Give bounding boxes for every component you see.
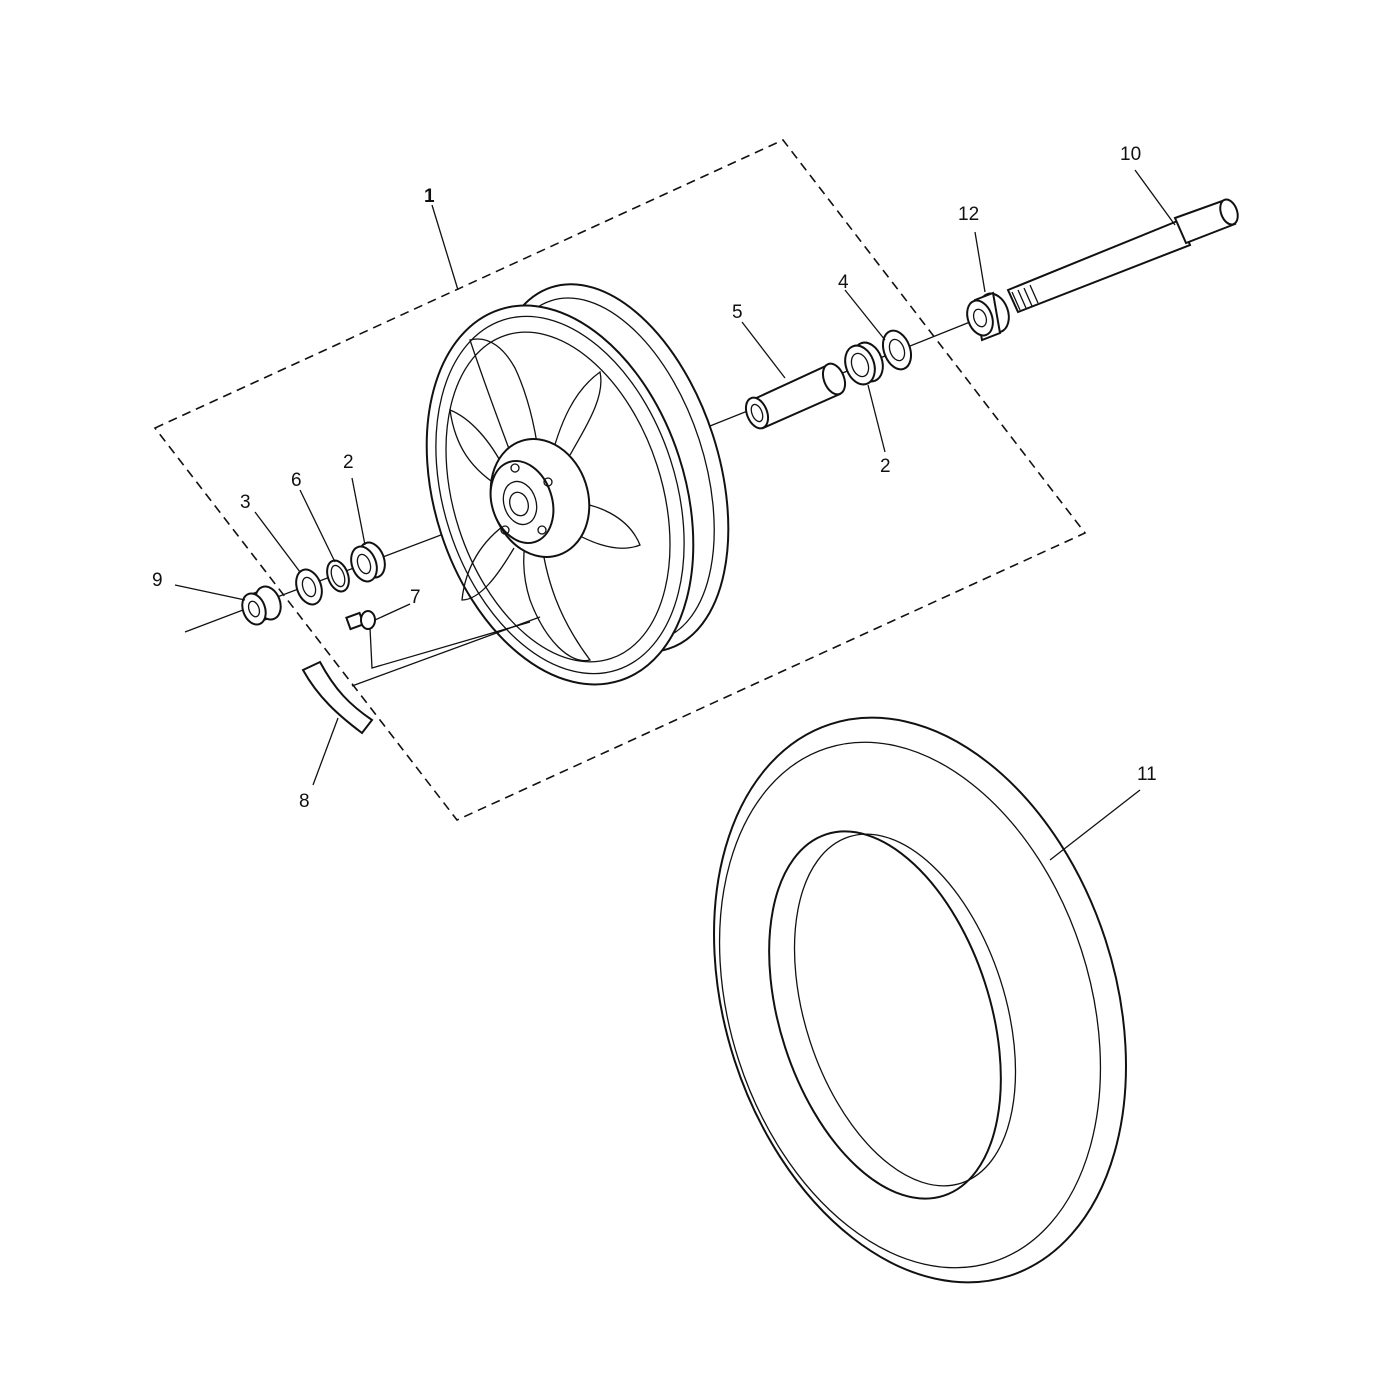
callout-1: 1 [424,186,435,207]
collar-part-9[interactable] [238,583,285,628]
callout-8: 8 [299,791,310,812]
valve-part-7[interactable] [345,610,376,631]
bearing-right-part-2[interactable] [840,338,888,388]
callout-7: 7 [410,587,421,608]
callout-2-left: 2 [343,452,354,473]
spacer-tube-part-5[interactable] [742,360,850,431]
callout-11: 11 [1137,764,1157,785]
weight-routing-line [351,616,541,687]
washer-part-4[interactable] [878,327,916,373]
callout-6: 6 [291,470,302,491]
leader-lines [174,169,1176,861]
callout-12: 12 [958,204,979,225]
tyre-part-11[interactable] [645,664,1195,1336]
axle-part-10[interactable] [1006,197,1241,314]
seal-part-3[interactable] [292,566,327,608]
assembly-boundary [153,139,1087,821]
callout-10: 10 [1120,144,1141,165]
callout-5: 5 [732,302,743,323]
o-ring-part-6[interactable] [323,558,353,595]
callout-3: 3 [240,492,251,513]
valve-routing-line [369,621,531,669]
callout-9: 9 [152,570,163,591]
callout-4: 4 [838,272,849,293]
collar-part-12[interactable] [963,289,1014,342]
bearing-left-part-2[interactable] [347,539,390,585]
callout-2-right: 2 [880,456,891,477]
wheel-rim[interactable] [381,254,772,719]
balance-weight-part-8[interactable] [301,660,374,735]
